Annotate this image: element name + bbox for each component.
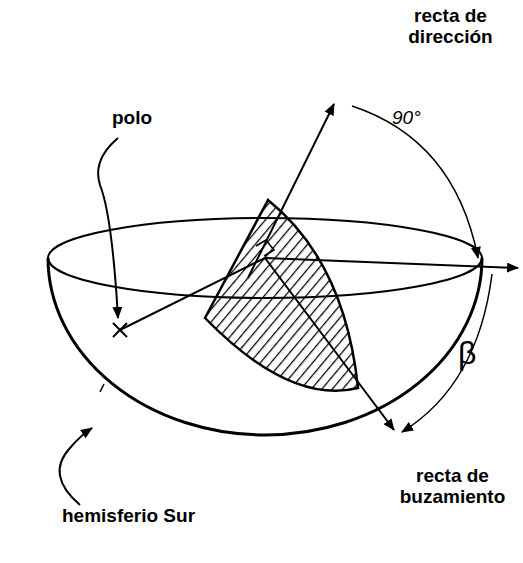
tick-mark — [100, 384, 104, 392]
plane-section — [205, 200, 358, 391]
angle-label: β — [458, 336, 498, 371]
right-angle-mark — [256, 240, 274, 256]
axis-label: recta de buzamiento — [390, 466, 515, 508]
leader-line — [98, 138, 118, 318]
pole-line — [120, 258, 265, 330]
dip-line — [265, 258, 394, 430]
part-label: polo — [112, 108, 172, 129]
horizontal-line — [265, 258, 518, 268]
strike-line — [248, 104, 334, 278]
leader-line — [60, 428, 92, 505]
pole-cross — [113, 323, 127, 337]
angle-arc — [352, 106, 478, 258]
part-label: hemisferio Sur — [62, 506, 232, 527]
axis-label: recta de dirección — [388, 6, 513, 48]
angle-label: 90° — [392, 108, 452, 129]
angle-arc — [402, 274, 492, 432]
